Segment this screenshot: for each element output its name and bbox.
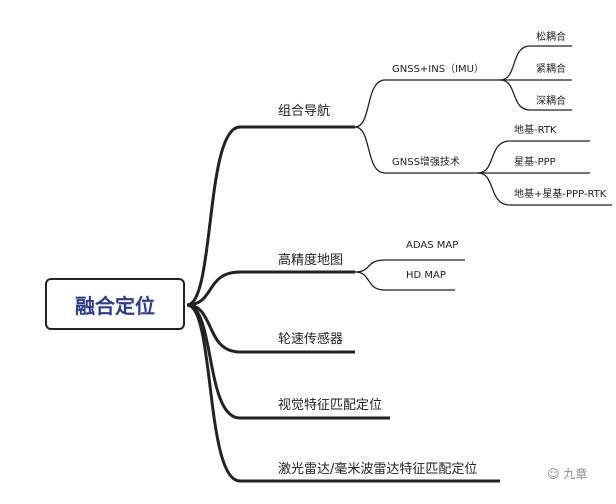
node-visual-matching[interactable]: 视觉特征匹配定位 bbox=[278, 398, 383, 413]
wechat-icon: ☺ bbox=[547, 467, 560, 481]
node-lidar-radar-matching[interactable]: 激光雷达/毫米波雷达特征匹配定位 bbox=[278, 462, 478, 477]
node-ground-rtk[interactable]: 地基-RTK bbox=[514, 125, 557, 136]
node-loose-coupling[interactable]: 松耦合 bbox=[536, 32, 566, 43]
node-deep-coupling[interactable]: 深耦合 bbox=[536, 96, 566, 107]
watermark-text: 九章 bbox=[563, 467, 588, 481]
node-tight-coupling[interactable]: 紧耦合 bbox=[536, 64, 566, 75]
node-integrated-navigation[interactable]: 组合导航 bbox=[278, 104, 331, 119]
node-hdmap[interactable]: HD MAP bbox=[406, 270, 446, 281]
node-gnss-ins[interactable]: GNSS+INS（IMU） bbox=[392, 64, 484, 75]
node-hd-map[interactable]: 高精度地图 bbox=[278, 253, 344, 268]
node-gnss-augmentation[interactable]: GNSS增强技术 bbox=[392, 157, 460, 168]
node-adas-map[interactable]: ADAS MAP bbox=[406, 240, 459, 251]
node-satellite-ppp[interactable]: 星基-PPP bbox=[514, 157, 556, 168]
node-ppp-rtk[interactable]: 地基+星基-PPP-RTK bbox=[514, 189, 607, 200]
node-wheel-speed-sensor[interactable]: 轮速传感器 bbox=[278, 332, 344, 347]
root-node[interactable]: 融合定位 bbox=[45, 278, 185, 330]
watermark: ☺ 九章 bbox=[547, 465, 587, 482]
